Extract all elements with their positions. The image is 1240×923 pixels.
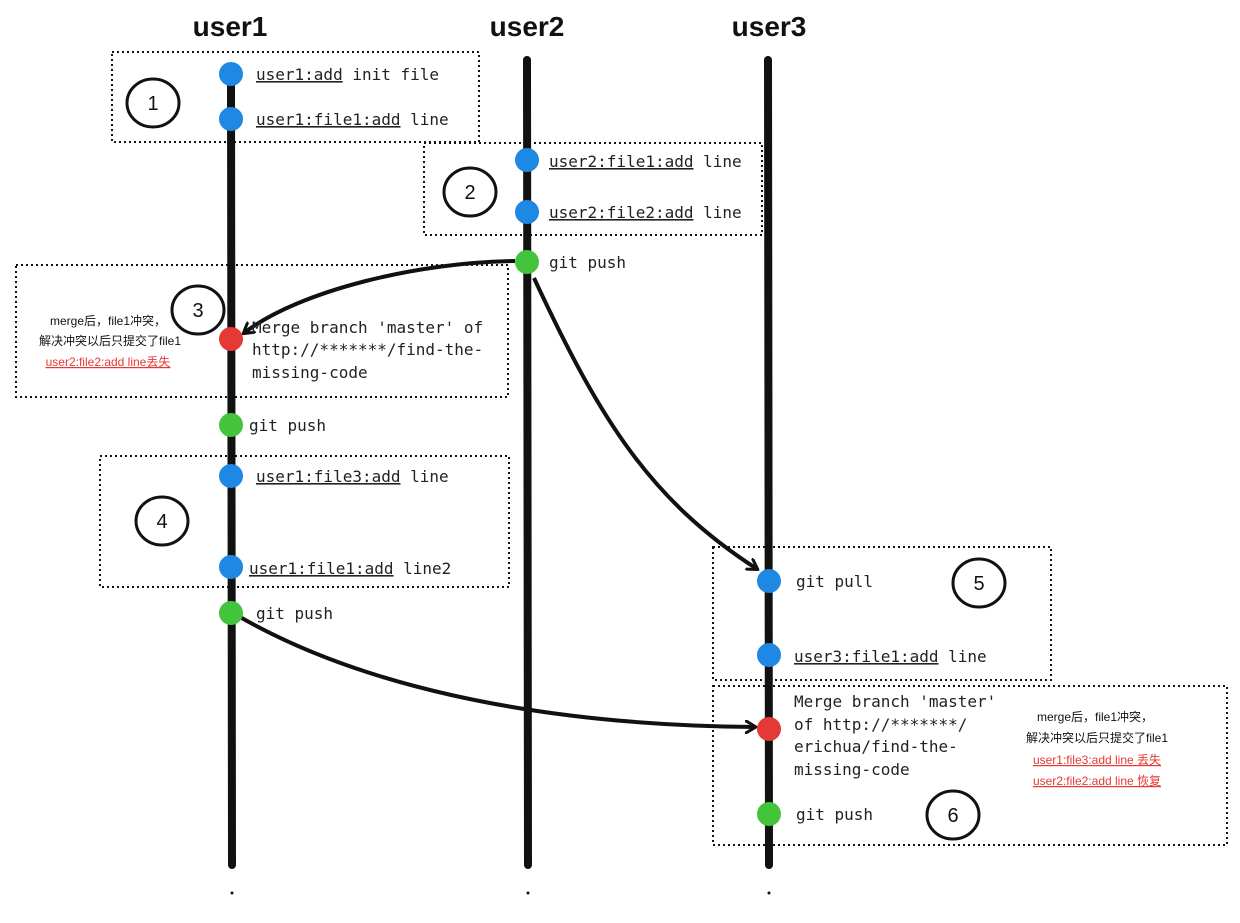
commit-dot-u1-file3 (219, 464, 243, 488)
note3-line1: merge后，file1冲突， (50, 313, 166, 328)
push-dot-u2 (515, 250, 539, 274)
timeline-user2 (523, 56, 532, 869)
commit-dot-u1-file1-line2 (219, 555, 243, 579)
note6-line3: user1:file3:add line 丢失 (1033, 752, 1161, 767)
merge-dot-u1 (219, 327, 243, 351)
push-label-u3: git push (796, 805, 873, 824)
step-5-badge: 5 (951, 557, 1007, 609)
svg-text:6: 6 (947, 805, 958, 827)
push-label-u1-second: git push (256, 604, 333, 623)
note6-line4: user2:file2:add line 恢复 (1033, 774, 1161, 788)
merge-label-u3-line3: erichua/find-the- (794, 737, 958, 756)
push-label-u1-first: git push (249, 416, 326, 435)
commit-dot-u1-init (219, 62, 243, 86)
commit-label-u2-file1: user2:file1:add line (549, 152, 742, 171)
commit-dot-u3-file1 (757, 643, 781, 667)
note6-line1: merge后，file1冲突， (1037, 709, 1153, 724)
commit-dot-u2-file2 (515, 200, 539, 224)
step-6-badge: 6 (925, 789, 981, 841)
step-3-badge: 3 (170, 284, 226, 336)
merge-dot-u3 (757, 717, 781, 741)
commit-label-u1-init: user1:add init file (256, 65, 439, 84)
merge-label-u3-line4: missing-code (794, 760, 910, 779)
timeline-user3 (764, 56, 773, 869)
push-label-u2: git push (549, 253, 626, 272)
commit-label-u3-file1: user3:file1:add line (794, 647, 987, 666)
arrow-u2push-to-u3pull (532, 277, 757, 569)
header-user2: user2 (490, 11, 565, 42)
pull-label-u3: git pull (796, 572, 873, 591)
merge-label-u3-line1: Merge branch 'master' (794, 692, 996, 711)
timeline-end-dot-user1 (230, 891, 234, 895)
step-1-badge: 1 (125, 77, 181, 129)
commit-dot-u1-file1 (219, 107, 243, 131)
step-2-badge: 2 (442, 166, 498, 218)
svg-text:4: 4 (156, 511, 167, 533)
push-dot-u1-second (219, 601, 243, 625)
commit-label-u1-file3: user1:file3:add line (256, 467, 449, 486)
merge-label-u1-line2: http://*******/find-the- (252, 340, 483, 359)
header-user3: user3 (732, 11, 807, 42)
push-dot-u3 (757, 802, 781, 826)
note3-line3: user2:file2:add line丢失 (46, 354, 171, 369)
commit-label-u1-file1-line2: user1:file1:add line2 (249, 559, 451, 578)
arrow-u2push-to-u1merge (244, 259, 516, 333)
group-box-6 (712, 685, 1228, 846)
step-4-badge: 4 (134, 495, 190, 547)
note3-line2: 解决冲突以后只提交了file1 (39, 333, 181, 348)
commit-label-u1-file1: user1:file1:add line (256, 110, 449, 129)
group-box-1 (111, 51, 480, 143)
arrow-u1push-to-u3merge (239, 615, 755, 727)
merge-label-u3-line2: of http://*******/ (794, 715, 967, 734)
pull-dot-u3 (757, 569, 781, 593)
merge-label-u1-line1: Merge branch 'master' of (252, 318, 483, 337)
merge-label-u1-line3: missing-code (252, 363, 368, 382)
timeline-end-dot-user3 (767, 891, 771, 895)
push-dot-u1-first (219, 413, 243, 437)
commit-dot-u2-file1 (515, 148, 539, 172)
svg-text:2: 2 (464, 182, 475, 204)
header-user1: user1 (193, 11, 268, 42)
group-box-5 (712, 546, 1052, 681)
timeline-end-dot-user2 (526, 891, 530, 895)
svg-text:3: 3 (192, 300, 203, 322)
note6-line2: 解决冲突以后只提交了file1 (1026, 730, 1168, 745)
svg-text:5: 5 (973, 573, 984, 595)
commit-label-u2-file2: user2:file2:add line (549, 203, 742, 222)
svg-text:1: 1 (147, 93, 158, 115)
group-box-3 (15, 264, 509, 398)
